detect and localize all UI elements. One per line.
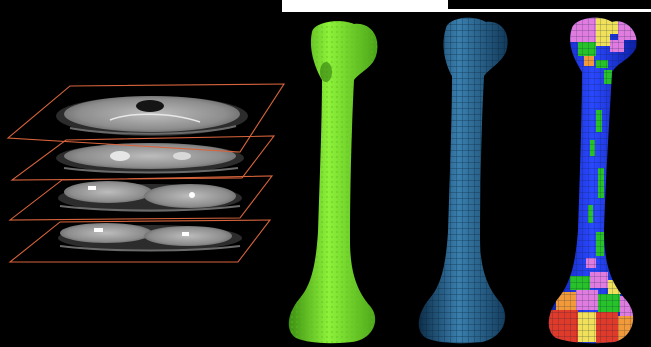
- top-right-black-strip: [448, 0, 651, 9]
- top-left-black-strip: [0, 0, 282, 12]
